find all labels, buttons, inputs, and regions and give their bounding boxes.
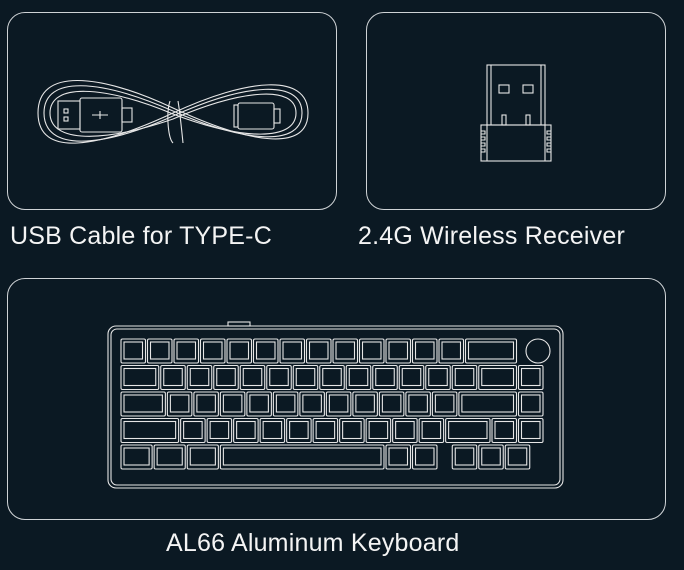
usb-cable-card — [7, 12, 337, 210]
wireless-receiver-icon — [480, 64, 552, 162]
usb-cable-icon — [37, 79, 309, 144]
keyboard-label: AL66 Aluminum Keyboard — [166, 529, 460, 557]
keyboard-card — [7, 278, 666, 520]
keyboard-icon — [107, 321, 564, 489]
usb-cable-label: USB Cable for TYPE-C — [10, 222, 272, 250]
wireless-receiver-card — [366, 12, 666, 210]
wireless-receiver-label: 2.4G Wireless Receiver — [358, 222, 625, 250]
